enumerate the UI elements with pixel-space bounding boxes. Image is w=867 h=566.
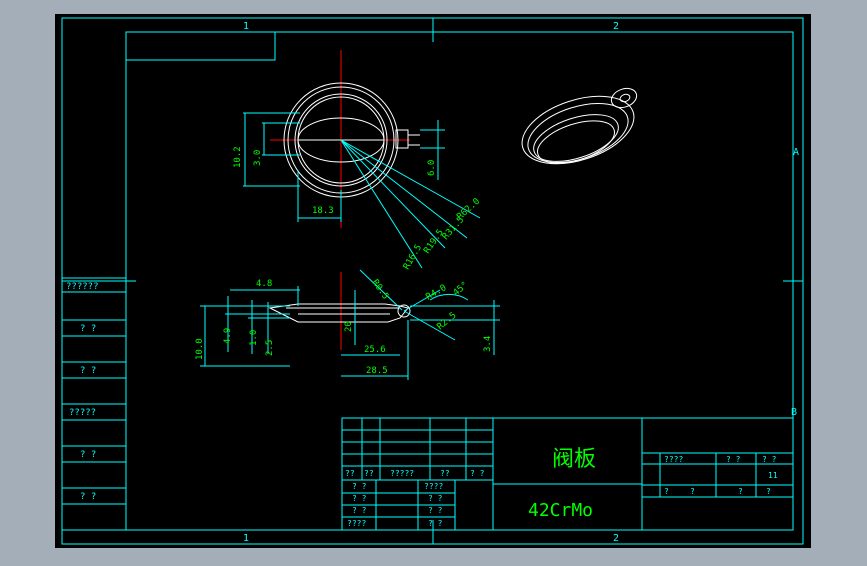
- dim-28-5: 28.5: [366, 366, 388, 376]
- section-view-outline: [268, 303, 411, 323]
- section-view-dimension-lines: [200, 269, 500, 380]
- top-view-dimension-lines: [243, 112, 481, 269]
- zone-label-top-1: 1: [243, 21, 249, 32]
- tb-cell: ?????: [390, 469, 414, 478]
- zone-label-b: B: [791, 407, 797, 418]
- tb-cell: ? ?: [428, 506, 443, 515]
- panel-label-6: ? ?: [80, 492, 96, 502]
- tb-cell: ????: [664, 455, 683, 464]
- zone-label-bottom-1: 1: [243, 533, 249, 544]
- panel-label-3: ? ?: [80, 366, 96, 376]
- dim-4-9: 4.9: [223, 328, 233, 344]
- panel-label-4: ?????: [69, 408, 96, 418]
- tb-cell: ??: [364, 469, 374, 478]
- zone-label-top-2: 2: [613, 21, 619, 32]
- dim-10-0: 10.0: [195, 338, 205, 360]
- title-block-left-labels: ?? ?? ????? ?? ? ? ? ? ???? ? ? ? ? ? ? …: [345, 469, 485, 528]
- zone-label-a: A: [793, 147, 799, 158]
- tb-cell: ? ?: [726, 455, 741, 464]
- dim-20: 20: [344, 321, 354, 332]
- dim-4-8: 4.8: [256, 279, 272, 289]
- dim-10-2: 10.2: [233, 146, 243, 168]
- title-block-right-labels: ???? ? ? ? ? 11 ? ? ? ?: [664, 455, 778, 496]
- left-side-panel: ?????? ? ? ? ? ????? ? ? ? ?: [61, 277, 127, 531]
- dim-2-5: 2.5: [265, 340, 275, 356]
- panel-label-5: ? ?: [80, 450, 96, 460]
- tb-cell: ? ?: [428, 519, 443, 528]
- tb-cell: ??: [345, 469, 355, 478]
- dim-25-6: 25.6: [364, 345, 386, 355]
- part-name: 阀板: [552, 447, 596, 472]
- zone-label-bottom-2: 2: [613, 533, 619, 544]
- tb-cell: ? ?: [352, 494, 367, 503]
- dim-1-0: 1.0: [249, 330, 259, 346]
- scale-value: 11: [768, 471, 778, 480]
- tb-cell: ? ?: [352, 506, 367, 515]
- tb-cell: ? ?: [470, 469, 485, 478]
- tb-cell: ?: [766, 487, 771, 496]
- isometric-view: [521, 87, 638, 165]
- tb-cell: ?: [738, 487, 743, 496]
- tb-cell: ????: [424, 482, 443, 491]
- material-name: 42CrMo: [528, 500, 593, 521]
- panel-label-1: ??????: [66, 282, 99, 292]
- tb-cell: ? ?: [352, 482, 367, 491]
- title-block: 阀板 42CrMo ?? ?? ????? ?? ? ? ? ? ???? ? …: [341, 417, 794, 531]
- dim-6-0: 6.0: [427, 160, 437, 176]
- tb-cell: ? ?: [428, 494, 443, 503]
- top-left-box: [126, 32, 276, 61]
- tb-cell: ??: [440, 469, 450, 478]
- zone-labels: 1 2 1 2 A B: [243, 21, 799, 544]
- tb-cell: ????: [347, 519, 366, 528]
- tb-cell: ?: [664, 487, 669, 496]
- tb-cell: ? ?: [762, 455, 777, 464]
- dim-3-4: 3.4: [483, 336, 493, 352]
- paper-background: [55, 14, 811, 548]
- dim-3-0: 3.0: [253, 150, 263, 166]
- panel-label-2: ? ?: [80, 324, 96, 334]
- tb-cell: ?: [690, 487, 695, 496]
- dim-18-3: 18.3: [312, 206, 334, 216]
